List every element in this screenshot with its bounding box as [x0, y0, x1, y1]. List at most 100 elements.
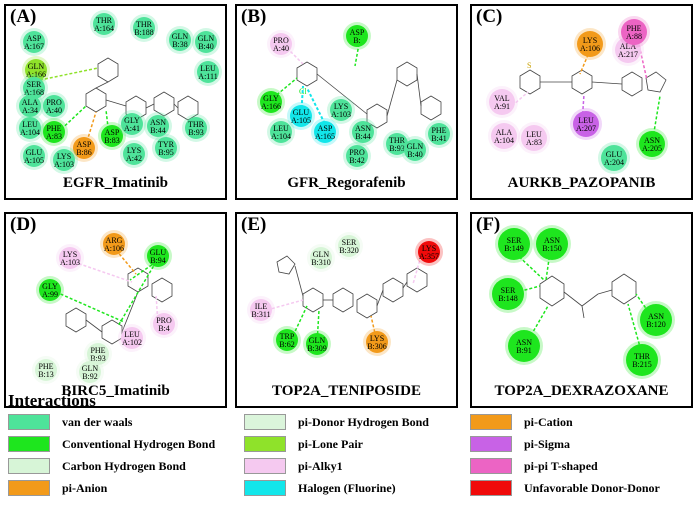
residue-circle — [103, 233, 125, 255]
residue-name: PHE — [38, 362, 53, 371]
residue-name: PHE — [431, 126, 446, 135]
residue-chain-number: A:166 — [261, 102, 281, 111]
residue-name: PHE — [46, 124, 61, 133]
legend-item: Conventional Hydrogen Bond — [8, 436, 215, 452]
panel-title: AURKB_PAZOPANIB — [507, 175, 656, 191]
residue-chain-number: B:4 — [158, 324, 170, 333]
residue-chain-number: A:88 — [626, 32, 642, 41]
panel-label: (C) — [476, 6, 503, 27]
residue-chain-number: A:217 — [618, 50, 638, 59]
ligand-structure — [296, 61, 442, 129]
legend-swatch — [470, 414, 512, 430]
panel-title: TOP2A_TENIPOSIDE — [272, 383, 421, 399]
residue-name: ASN — [544, 236, 560, 245]
residue-chain-number: B:188 — [134, 28, 154, 37]
residue-chain-number: B:42 — [349, 156, 365, 165]
residue-chain-number: B:83 — [104, 136, 120, 145]
legend-swatch — [8, 436, 50, 452]
legend-swatch — [470, 480, 512, 496]
panel-title: TOP2A_DEXRAZOXANE — [494, 383, 669, 399]
residue-circle — [621, 19, 647, 45]
residue-name: SER — [27, 80, 42, 89]
residue-circle — [346, 25, 368, 47]
residue-name: GLN — [28, 62, 45, 71]
residue-chain-number: B:92 — [82, 372, 98, 381]
residue-circle — [626, 344, 658, 376]
residue-circle — [19, 95, 41, 117]
residue-name: PRO — [349, 148, 365, 157]
residue-circle — [35, 359, 57, 381]
residue-name: ILE — [255, 302, 268, 311]
residue-name: ASP — [318, 124, 333, 133]
residue-name: ARG — [106, 236, 123, 245]
residue-name: ALA — [496, 128, 513, 137]
residue-name: SER — [507, 236, 522, 245]
residue-chain-number: B:94 — [150, 256, 166, 265]
residue-nodes: ARGA:106LYSA:103GLUB:94GLYA:99PROB:4LEUA… — [32, 230, 178, 386]
residue-circle — [147, 115, 169, 137]
ligand-structure — [276, 255, 428, 319]
residue-name: GLN — [172, 32, 189, 41]
residue-name: LYS — [370, 334, 384, 343]
residue-name: ASN — [648, 312, 664, 321]
residue-circle — [121, 327, 143, 349]
residue-chain-number: A:167 — [24, 42, 44, 51]
residue-name: TRP — [280, 332, 295, 341]
residue-name: GLY — [42, 282, 58, 291]
residue-circle — [330, 99, 352, 121]
legend-item: pi-Donor Hydrogen Bond — [244, 414, 429, 430]
interaction-lines — [55, 249, 159, 327]
residue-circle — [87, 343, 109, 365]
residue-name: TYR — [158, 140, 175, 149]
residue-circle — [53, 149, 75, 171]
residue-name: LEU — [578, 116, 594, 125]
legend-label: Unfavorable Donor-Donor — [524, 480, 660, 495]
residue-chain-number: B:93 — [90, 354, 106, 363]
residue-name: LYS — [583, 36, 597, 45]
residue-circle — [521, 125, 547, 151]
residue-chain-number: A:106 — [580, 44, 600, 53]
residue-circle — [573, 111, 599, 137]
residue-chain-number: A:103 — [331, 110, 351, 119]
residue-chain-number: B:62 — [279, 340, 295, 349]
legend-label: pi-Lone Pair — [298, 436, 363, 451]
residue-name: GLN — [198, 34, 215, 43]
residue-circle — [123, 143, 145, 165]
residue-name: GLN — [313, 250, 330, 259]
residue-name: GLY — [263, 94, 279, 103]
residue-circle — [270, 33, 292, 55]
residue-chain-number: B:95 — [158, 148, 174, 157]
residue-circle — [25, 59, 47, 81]
residue-chain-number: B:320 — [339, 246, 359, 255]
residue-chain-number: A:105 — [291, 116, 311, 125]
